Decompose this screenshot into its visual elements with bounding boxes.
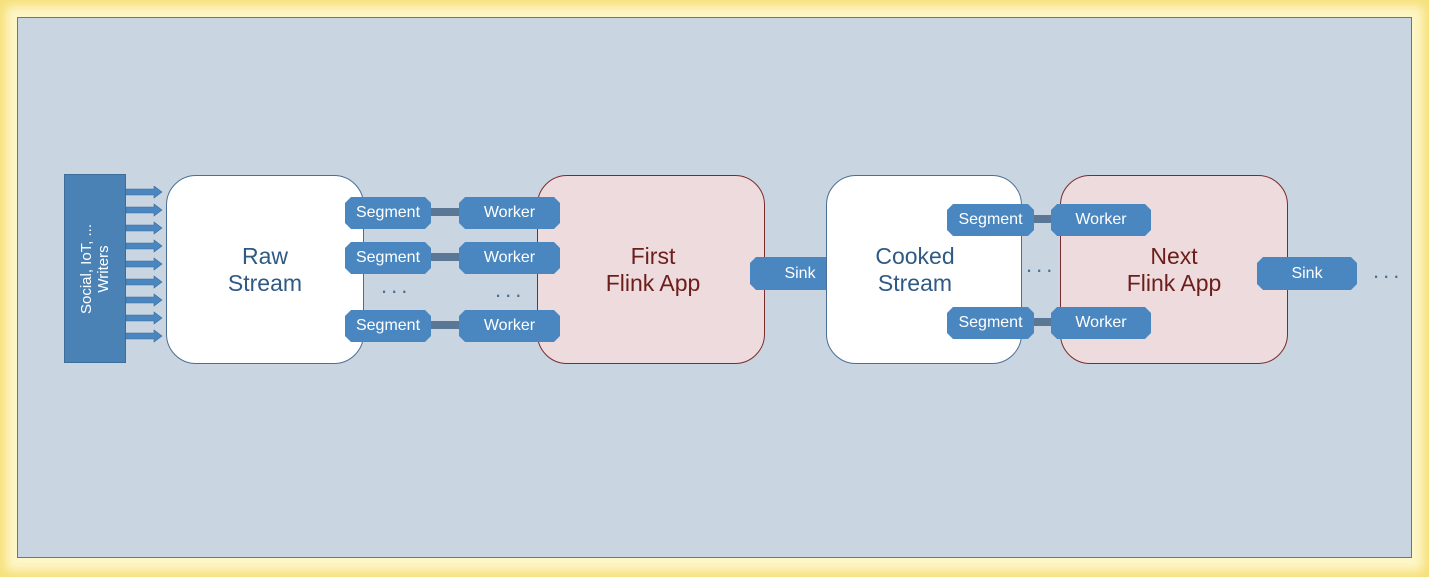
next-worker-1: Worker	[1051, 204, 1151, 236]
ingest-arrows	[126, 186, 163, 343]
ingest-arrow	[126, 329, 163, 343]
cooked-stream-line1: Cooked	[875, 242, 955, 269]
cooked-segment-ellipsis: ...	[1026, 252, 1057, 277]
cooked-segment-1: Segment	[947, 204, 1034, 236]
segment-worker-link	[428, 208, 462, 216]
raw-stream-line2: Stream	[227, 269, 303, 296]
first-flink-app-box: First Flink App	[537, 175, 765, 364]
next-app-line2: Flink App	[1126, 269, 1222, 296]
raw-segment-3: Segment	[345, 310, 431, 342]
first-worker-2: Worker	[459, 242, 560, 274]
first-worker-3: Worker	[459, 310, 560, 342]
writers-block: Social, IoT, ... Writers	[64, 174, 126, 363]
first-worker-1: Worker	[459, 197, 560, 229]
next-sink: Sink	[1257, 257, 1357, 290]
ingest-arrow	[126, 275, 163, 289]
ingest-arrow	[126, 186, 163, 199]
raw-stream-line1: Raw	[241, 242, 288, 269]
ingest-arrow	[126, 203, 163, 217]
raw-segment-2: Segment	[345, 242, 431, 274]
first-worker-ellipsis: ...	[495, 277, 526, 302]
next-worker-2: Worker	[1051, 307, 1151, 339]
raw-stream-box: Raw Stream	[166, 175, 364, 364]
writers-label: Social, IoT, ... Writers	[78, 223, 112, 314]
segment-worker-link	[1030, 215, 1055, 223]
cooked-stream-line2: Stream	[877, 269, 953, 296]
ingest-arrow	[126, 239, 163, 253]
ingest-arrow	[126, 221, 163, 235]
first-app-line2: Flink App	[605, 269, 701, 296]
raw-segment-ellipsis: ...	[381, 273, 412, 298]
first-app-line1: First	[630, 242, 676, 269]
segment-worker-link	[428, 321, 462, 329]
next-app-line1: Next	[1150, 242, 1198, 269]
cooked-segment-2: Segment	[947, 307, 1034, 339]
ingest-arrow	[126, 311, 163, 325]
trailing-ellipsis: ...	[1373, 258, 1404, 283]
segment-worker-link	[1030, 318, 1055, 326]
segment-worker-link	[428, 253, 462, 261]
ingest-arrow	[126, 293, 163, 307]
ingest-arrow	[126, 257, 163, 271]
raw-segment-1: Segment	[345, 197, 431, 229]
